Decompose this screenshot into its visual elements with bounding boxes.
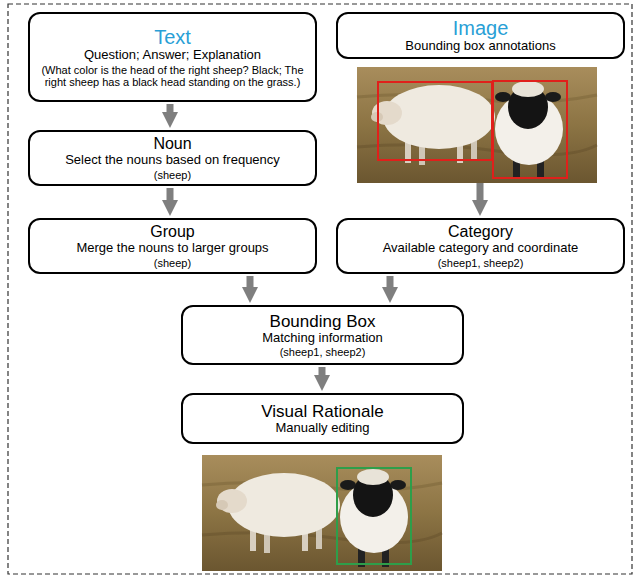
- flow-arrow: [167, 188, 174, 200]
- box-description: Bounding box annotations: [346, 39, 615, 54]
- image-box: ImageBounding box annotations: [336, 12, 625, 59]
- box-example: (sheep1, sheep2): [346, 257, 615, 269]
- box-example: (sheep1, sheep2): [191, 346, 454, 358]
- bounding-box: [378, 82, 492, 160]
- box-heading: Group: [38, 223, 307, 241]
- box-description: Question; Answer; Explanation: [38, 48, 307, 63]
- box-example: (What color is the head of the right she…: [38, 64, 307, 89]
- annotated-photo: [357, 67, 597, 183]
- visual-rationale-box: Visual RationaleManually editing: [181, 393, 464, 444]
- box-description: Select the nouns based on frequency: [38, 153, 307, 168]
- box-example: (sheep): [38, 257, 307, 269]
- box-heading: Noun: [38, 135, 307, 153]
- bounding-box-step: Bounding BoxMatching information(sheep1,…: [181, 305, 464, 365]
- box-heading: Image: [346, 17, 615, 39]
- bounding-box: [493, 81, 567, 178]
- noun-box: NounSelect the nouns based on frequency(…: [28, 130, 317, 186]
- flow-arrow: [319, 367, 326, 375]
- sheep-photo: [202, 455, 442, 571]
- box-heading: Bounding Box: [191, 312, 454, 331]
- flow-arrow: [387, 276, 394, 287]
- rationale-box: [337, 468, 411, 564]
- box-heading: Visual Rationale: [191, 402, 454, 421]
- box-heading: Category: [346, 223, 615, 241]
- box-description: Available category and coordinate: [346, 241, 615, 256]
- group-box: GroupMerge the nouns to larger groups(sh…: [28, 218, 317, 274]
- box-heading: Text: [38, 26, 307, 48]
- sheep-photo: [357, 67, 597, 183]
- photo-margin: [330, 58, 630, 68]
- text-box: TextQuestion; Answer; Explanation(What c…: [28, 12, 317, 102]
- category-box: CategoryAvailable category and coordinat…: [336, 218, 625, 274]
- box-description: Merge the nouns to larger groups: [38, 241, 307, 256]
- box-description: Matching information: [191, 331, 454, 346]
- flow-arrow: [167, 104, 174, 112]
- box-description: Manually editing: [191, 421, 454, 436]
- rationale-photo: [202, 455, 442, 571]
- box-example: (sheep): [38, 169, 307, 181]
- dashed-border: [8, 4, 632, 574]
- flow-arrow: [247, 276, 254, 287]
